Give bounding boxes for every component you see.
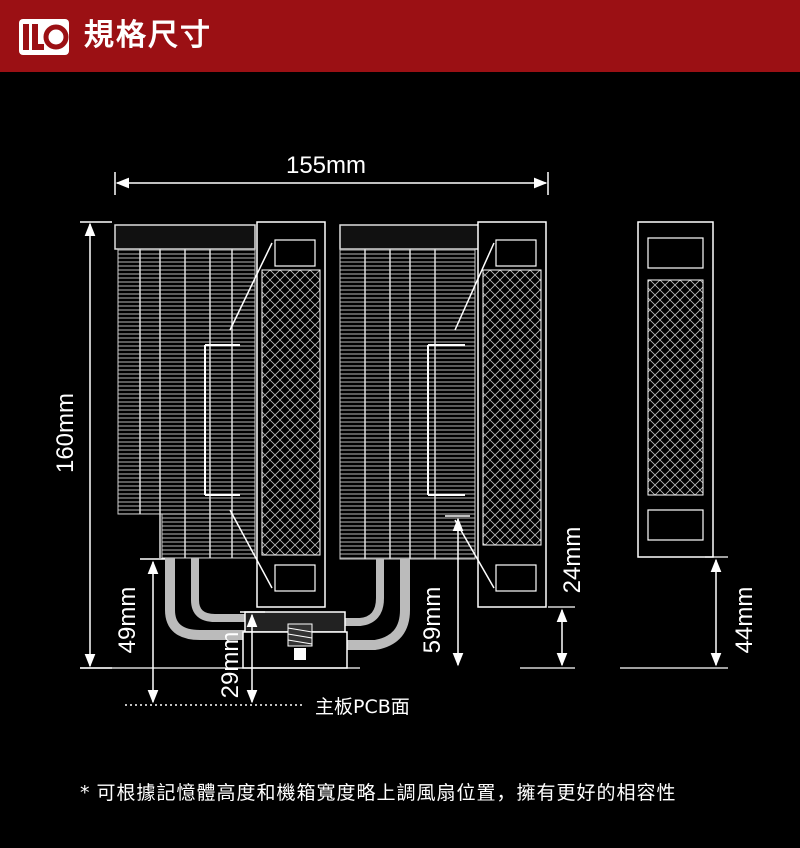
cooler-dimension-diagram: 155mm 160mm 49mm 29mm 主板PCB面 59mm 24mm xyxy=(52,152,758,718)
brand-logo-icon xyxy=(19,19,69,55)
dim-height: 160mm xyxy=(52,221,112,669)
footnote: *可根據記憶體高度和機箱寬度略上調風扇位置，擁有更好的相容性 xyxy=(80,778,677,805)
dim-width-label: 155mm xyxy=(286,152,366,179)
header-bar: 規格尺寸 xyxy=(0,0,800,72)
heatsink-left xyxy=(114,224,256,559)
dim-ram-center: 29mm xyxy=(217,611,265,704)
dim-fan-right-clearance-label: 24mm xyxy=(559,527,586,594)
fan-right xyxy=(454,221,547,608)
pcb-line: 主板PCB面 xyxy=(125,696,410,718)
heatpipes-and-base xyxy=(165,558,410,669)
dim-ram-center-label: 29mm xyxy=(217,632,244,699)
fan-left xyxy=(229,221,326,608)
page-title: 規格尺寸 xyxy=(84,18,212,53)
dim-ram-left: 49mm xyxy=(114,558,165,704)
footnote-text: 可根據記憶體高度和機箱寬度略上調風扇位置，擁有更好的相容性 xyxy=(96,782,677,804)
dim-height-label: 160mm xyxy=(52,393,79,473)
dim-ram-left-label: 49mm xyxy=(114,587,141,654)
asterisk-icon: * xyxy=(80,782,91,804)
dim-fan-left-clearance-label: 59mm xyxy=(419,587,446,654)
pcb-label: 主板PCB面 xyxy=(315,696,410,718)
dim-width: 155mm xyxy=(114,152,549,195)
dim-side-fan: 44mm xyxy=(620,556,758,669)
heatsink-right xyxy=(339,224,481,560)
dim-side-fan-label: 44mm xyxy=(731,587,758,654)
fan-side-view xyxy=(637,221,714,558)
dim-fan-left-clearance: 59mm xyxy=(419,515,470,667)
dim-fan-right-clearance: 24mm xyxy=(520,527,586,669)
